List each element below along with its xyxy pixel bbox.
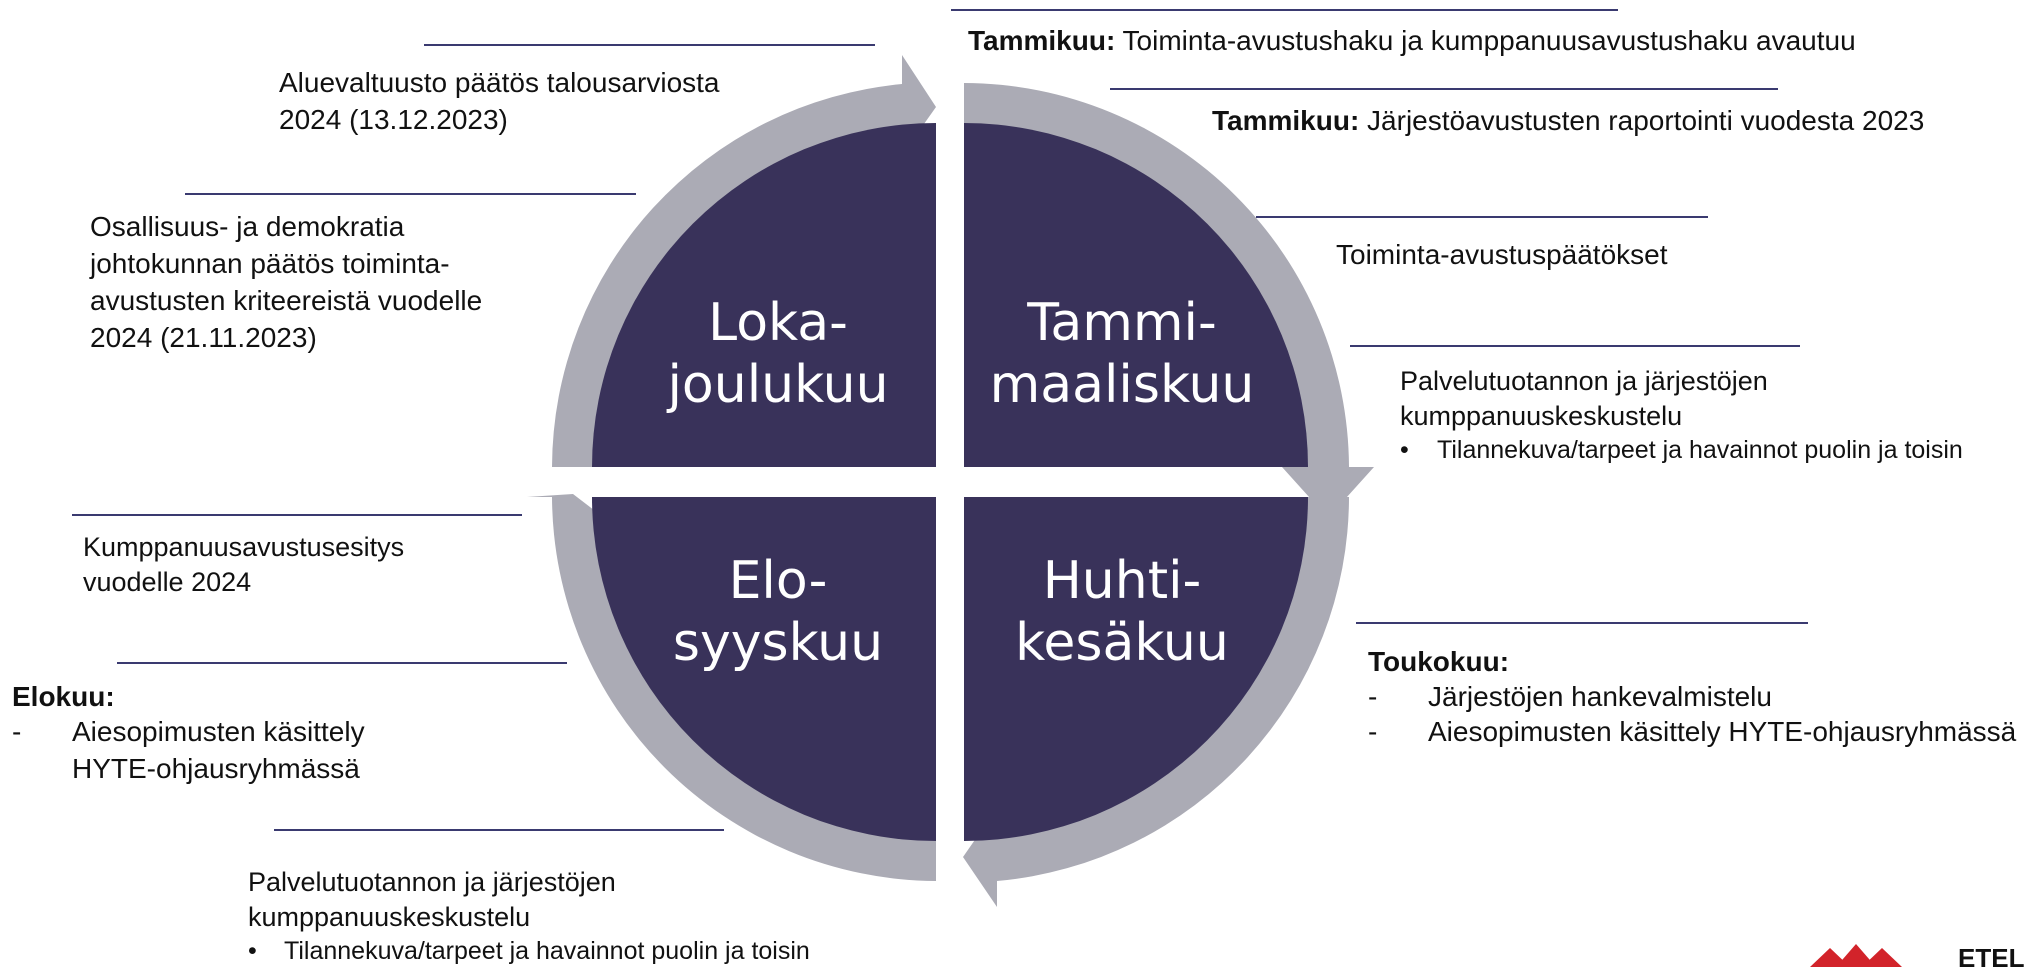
note-operating-grant-decisions: Toiminta-avustuspäätökset: [1336, 239, 1668, 270]
note-august-dash: -: [12, 716, 22, 747]
rule-proposal: [72, 514, 522, 516]
quadrant-jan-mar: [964, 123, 1308, 467]
note-partnership-dialogue-bottom-title: Palvelutuotannon ja järjestöjen kumppanu…: [248, 867, 616, 932]
note-democracy-board-criteria-decision: Osallisuus- ja demokratia johtokunnan pä…: [90, 211, 483, 353]
note-january-open: Tammikuu: Toiminta-avustushaku ja kumppa…: [968, 22, 1856, 59]
note-january-report: Tammikuu: Järjestöavustusten raportointi…: [1212, 102, 1924, 139]
note-regional-council-budget-decision: Aluevaltuusto päätös talousarviosta 2024…: [279, 67, 720, 135]
note-january-open-text: Toiminta-avustushaku ja kumppanuusavustu…: [1115, 25, 1856, 56]
note-august-month-label: Elokuu:: [12, 681, 115, 712]
note-may-dash-2: -: [1368, 716, 1378, 747]
quadrant-apr-jun: [964, 497, 1308, 841]
note-partnership-dialogue-right-bullet-symbol: •: [1400, 436, 1409, 464]
note-may-dash-1: -: [1368, 681, 1378, 712]
note-may-month: Toukokuu:: [1368, 643, 1509, 680]
logo-wordmark: ETEL: [1958, 943, 2025, 967]
note-january-open-month: Tammikuu:: [968, 25, 1116, 56]
quadrant-oct-dec: [592, 123, 936, 467]
note-partnership-dialogue-bottom-bullet-symbol: •: [248, 937, 257, 965]
note-january-report-month: Tammikuu:: [1212, 105, 1360, 136]
note-august-item: Aiesopimusten käsittely HYTE-ohjausryhmä…: [72, 716, 365, 784]
rule-dialogue-bottom: [274, 829, 724, 831]
note-partnership-dialogue-right-bullet: Tilannekuva/tarpeet ja havainnot puolin …: [1437, 436, 1963, 464]
ring-arrow-top-left: [552, 55, 936, 467]
logo-emblem-icon: [1810, 944, 1902, 967]
quadrant-label-apr-jun-line2: kesäkuu: [1015, 613, 1229, 673]
quadrant-label-aug-sep-line1: Elo-: [729, 551, 828, 611]
ring-arrow-bottom-right: [963, 497, 1349, 907]
rule-august: [117, 662, 567, 664]
note-january-report-text: Järjestöavustusten raportointi vuodesta …: [1359, 105, 1925, 136]
quadrant-label-jan-mar-line1: Tammi-: [1026, 293, 1217, 353]
rule-decisions: [1256, 216, 1708, 218]
quadrant-label-aug-sep-line2: syyskuu: [673, 613, 883, 673]
note-august-month: Elokuu:: [12, 678, 115, 715]
note-may-month-label: Toukokuu:: [1368, 646, 1510, 677]
rule-jan-report: [1110, 88, 1778, 90]
organization-logo: ETEL: [1810, 943, 2025, 967]
rule-dialogue-right: [1350, 345, 1800, 347]
quadrant-label-jan-mar-line2: maaliskuu: [990, 355, 1255, 415]
note-may-item-2: Aiesopimusten käsittely HYTE-ohjausryhmä…: [1428, 716, 2017, 747]
note-partnership-dialogue-right-title: Palvelutuotannon ja järjestöjen kumppanu…: [1400, 366, 1768, 431]
rule-jan-open: [951, 9, 1618, 11]
quadrant-label-oct-dec-line1: Loka-: [708, 293, 848, 353]
note-may-item-1: Järjestöjen hankevalmistelu: [1428, 681, 1772, 712]
rule-may: [1356, 622, 1808, 624]
ring-arrow-bottom-left: [527, 494, 936, 881]
note-partnership-dialogue-bottom-bullet: Tilannekuva/tarpeet ja havainnot puolin …: [284, 937, 810, 965]
quadrant-label-oct-dec-line2: joulukuu: [666, 355, 888, 415]
rule-council: [424, 44, 875, 46]
note-partnership-grant-proposal: Kumppanuusavustusesitys vuodelle 2024: [83, 532, 405, 597]
rule-board: [185, 193, 636, 195]
quadrant-label-apr-jun-line1: Huhti-: [1043, 551, 1202, 611]
quadrant-aug-sep: [592, 497, 936, 841]
